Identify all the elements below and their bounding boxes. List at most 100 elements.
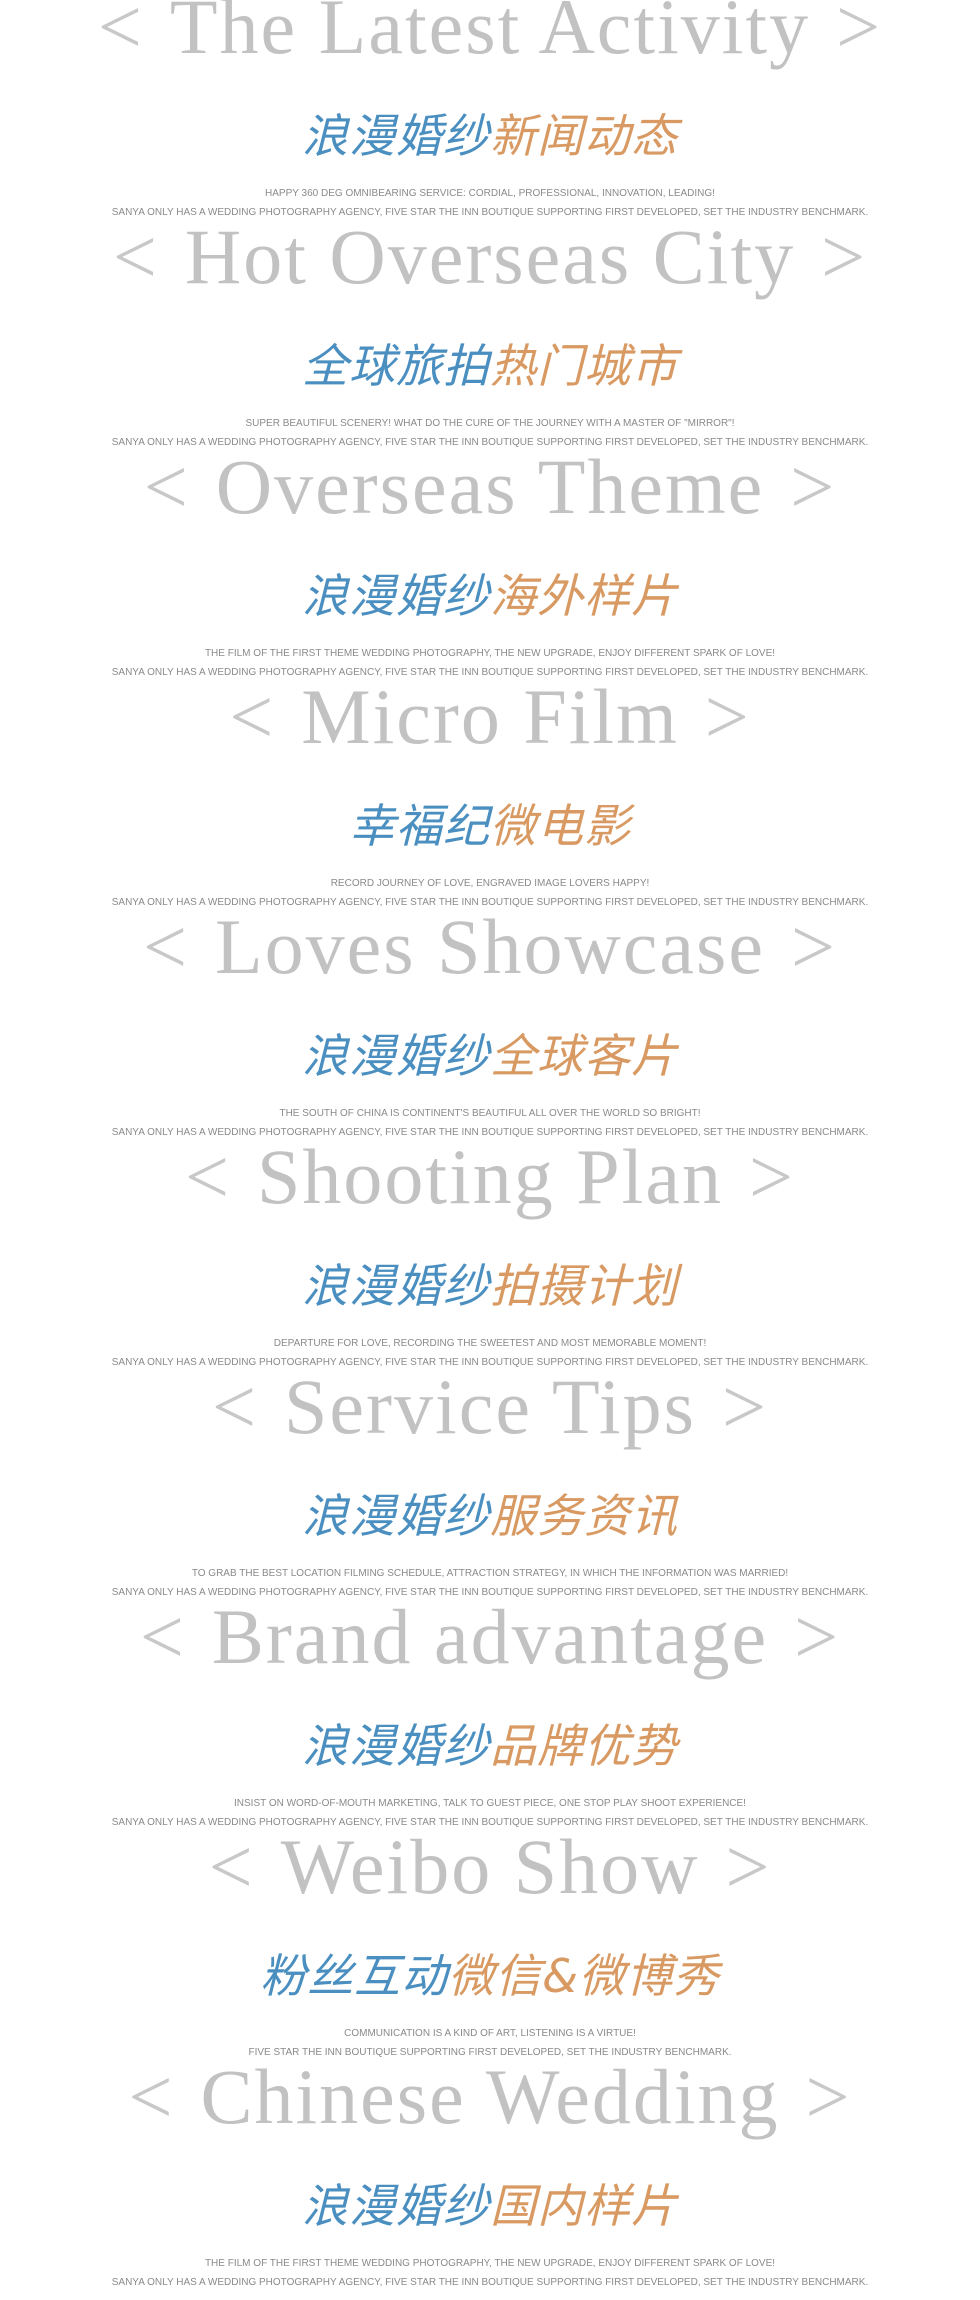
english-heading: < Brand advantage >	[0, 1592, 980, 1682]
right-angle-icon: >	[725, 1823, 772, 1910]
english-heading-text: Overseas Theme	[215, 443, 765, 530]
chinese-heading: 浪漫婚纱国内样片	[0, 2178, 980, 2234]
right-angle-icon: >	[794, 1593, 841, 1680]
chinese-heading: 浪漫婚纱新闻动态	[0, 108, 980, 164]
chinese-heading: 全球旅拍热门城市	[0, 338, 980, 394]
english-heading-text: Loves Showcase	[214, 903, 766, 990]
chinese-heading-orange: 国内样片	[490, 2179, 678, 2233]
subtitle-line-1: INSIST ON WORD-OF-MOUTH MARKETING, TALK …	[234, 1798, 746, 1809]
left-angle-icon: <	[128, 2053, 175, 2140]
subtitle-line-1: DEPARTURE FOR LOVE, RECORDING THE SWEETE…	[273, 1338, 707, 1349]
english-heading-text: Brand advantage	[211, 1593, 769, 1680]
right-angle-icon: >	[721, 1363, 768, 1450]
english-heading-text: Service Tips	[284, 1363, 696, 1450]
chinese-heading-blue: 浪漫婚纱	[302, 569, 490, 623]
english-heading-text: Chinese Wedding	[200, 2053, 780, 2140]
right-angle-icon: >	[790, 443, 837, 530]
subtitle-line-2: SANYA ONLY HAS A WEDDING PHOTOGRAPHY AGE…	[111, 897, 869, 908]
chinese-heading-orange: 品牌优势	[490, 1719, 678, 1773]
english-heading: < Weibo Show >	[0, 1822, 980, 1912]
chinese-heading-blue: 浪漫婚纱	[302, 1489, 490, 1543]
english-heading-text: Hot Overseas City	[184, 213, 796, 300]
section-service-tips: < Service Tips > 浪漫婚纱服务资讯 TO GRAB THE BEST…	[0, 1363, 980, 1610]
english-heading-text: Weibo Show	[280, 1823, 700, 1910]
chinese-heading-blue: 粉丝互动	[260, 1949, 449, 2003]
left-angle-icon: <	[208, 1823, 255, 1910]
chinese-heading: 浪漫婚纱全球客片	[0, 1028, 980, 1084]
section-weibo-show: < Weibo Show > 粉丝互动微信&微博秀 COMMUNICATION IS…	[0, 1823, 980, 2070]
section-micro-film: < Micro Film > 幸福纪微电影 RECORD JOURNEY OF LO…	[0, 673, 980, 920]
chinese-heading-blue: 浪漫婚纱	[302, 2179, 490, 2233]
subtitle-line-2: SANYA ONLY HAS A WEDDING PHOTOGRAPHY AGE…	[111, 2277, 869, 2288]
subtitle-line-2: SANYA ONLY HAS A WEDDING PHOTOGRAPHY AGE…	[111, 1587, 869, 1598]
english-heading: < Overseas Theme >	[0, 442, 980, 532]
right-angle-icon: >	[748, 1133, 795, 1220]
right-angle-icon: >	[791, 903, 838, 990]
english-heading: < Service Tips >	[0, 1362, 980, 1452]
subtitle-line-1: HAPPY 360 DEG OMNIBEARING SERVICE: CORDI…	[265, 188, 715, 199]
left-angle-icon: <	[139, 1593, 186, 1680]
right-angle-icon: >	[836, 0, 883, 70]
chinese-heading-blue: 浪漫婚纱	[302, 1719, 490, 1773]
left-angle-icon: <	[229, 673, 276, 760]
chinese-heading-blue: 浪漫婚纱	[302, 1259, 490, 1313]
english-heading-text: The Latest Activity	[169, 0, 811, 70]
subtitle-line-1: SUPER BEAUTIFUL SCENERY! WHAT DO THE CUR…	[245, 418, 735, 429]
chinese-heading-orange: 拍摄计划	[490, 1259, 678, 1313]
section-shooting-plan: < Shooting Plan > 浪漫婚纱拍摄计划 DEPARTURE FOR L…	[0, 1133, 980, 1380]
chinese-heading-orange: 全球客片	[490, 1029, 678, 1083]
left-angle-icon: <	[143, 443, 190, 530]
section-hot-overseas-city: < Hot Overseas City > 全球旅拍热门城市 SUPER BEAUT…	[0, 213, 980, 460]
subtitle-line-2: SANYA ONLY HAS A WEDDING PHOTOGRAPHY AGE…	[111, 667, 869, 678]
subtitle-line-1: TO GRAB THE BEST LOCATION FILMING SCHEDU…	[191, 1568, 789, 1579]
subtitle-line-2: SANYA ONLY HAS A WEDDING PHOTOGRAPHY AGE…	[111, 1357, 869, 1368]
section-overseas-theme: < Overseas Theme > 浪漫婚纱海外样片 THE FILM OF TH…	[0, 443, 980, 690]
chinese-heading-orange: 热门城市	[490, 339, 678, 393]
chinese-heading: 粉丝互动微信&微博秀	[0, 1948, 980, 2004]
right-angle-icon: >	[821, 213, 868, 300]
chinese-heading: 浪漫婚纱品牌优势	[0, 1718, 980, 1774]
english-heading: < Shooting Plan >	[0, 1132, 980, 1222]
chinese-heading-orange: 微信&微博秀	[448, 1949, 720, 2003]
chinese-heading-blue: 幸福纪	[349, 799, 490, 853]
chinese-heading-orange: 服务资讯	[490, 1489, 678, 1543]
section-loves-showcase: < Loves Showcase > 浪漫婚纱全球客片 THE SOUTH OF C…	[0, 903, 980, 1150]
left-angle-icon: <	[112, 213, 159, 300]
subtitle-line-2: SANYA ONLY HAS A WEDDING PHOTOGRAPHY AGE…	[111, 207, 869, 218]
chinese-heading: 浪漫婚纱海外样片	[0, 568, 980, 624]
left-angle-icon: <	[142, 903, 189, 990]
subtitle-line-1: THE FILM OF THE FIRST THEME WEDDING PHOT…	[204, 648, 776, 659]
chinese-heading-blue: 浪漫婚纱	[302, 1029, 490, 1083]
right-angle-icon: >	[704, 673, 751, 760]
subtitle-line-2: FIVE STAR THE INN BOUTIQUE SUPPORTING FI…	[248, 2047, 732, 2058]
subtitle-line-2: SANYA ONLY HAS A WEDDING PHOTOGRAPHY AGE…	[111, 437, 869, 448]
english-heading-text: Micro Film	[301, 673, 679, 760]
section-brand-advantage: < Brand advantage > 浪漫婚纱品牌优势 INSIST ON WOR…	[0, 1593, 980, 1840]
subtitle-line-1: COMMUNICATION IS A KIND OF ART, LISTENIN…	[344, 2028, 636, 2039]
left-angle-icon: <	[97, 0, 144, 70]
english-heading: < Chinese Wedding >	[0, 2052, 980, 2142]
chinese-heading-orange: 微电影	[490, 799, 631, 853]
chinese-heading-orange: 新闻动态	[490, 109, 678, 163]
subtitle-line-1: THE FILM OF THE FIRST THEME WEDDING PHOT…	[204, 2258, 776, 2269]
english-heading: < Hot Overseas City >	[0, 212, 980, 302]
subtitle-line-2: SANYA ONLY HAS A WEDDING PHOTOGRAPHY AGE…	[111, 1817, 869, 1828]
subtitle-line-2: SANYA ONLY HAS A WEDDING PHOTOGRAPHY AGE…	[111, 1127, 869, 1138]
english-heading: < Loves Showcase >	[0, 902, 980, 992]
subtitle-line-1: RECORD JOURNEY OF LOVE, ENGRAVED IMAGE L…	[330, 878, 650, 889]
section-chinese-wedding: < Chinese Wedding > 浪漫婚纱国内样片 THE FILM OF T…	[0, 2053, 980, 2300]
chinese-heading: 幸福纪微电影	[0, 798, 980, 854]
english-heading-text: Shooting Plan	[257, 1133, 723, 1220]
chinese-heading-blue: 浪漫婚纱	[302, 109, 490, 163]
section-latest-activity: < The Latest Activity > 浪漫婚纱新闻动态 HAPPY 360…	[0, 0, 980, 230]
right-angle-icon: >	[805, 2053, 852, 2140]
subtitle-line-1: THE SOUTH OF CHINA IS CONTINENT'S BEAUTI…	[279, 1108, 701, 1119]
chinese-heading-orange: 海外样片	[490, 569, 678, 623]
chinese-heading: 浪漫婚纱服务资讯	[0, 1488, 980, 1544]
chinese-heading-blue: 全球旅拍	[302, 339, 490, 393]
left-angle-icon: <	[185, 1133, 232, 1220]
english-heading: < Micro Film >	[0, 672, 980, 762]
chinese-heading: 浪漫婚纱拍摄计划	[0, 1258, 980, 1314]
english-heading: < The Latest Activity >	[0, 0, 980, 72]
left-angle-icon: <	[212, 1363, 259, 1450]
